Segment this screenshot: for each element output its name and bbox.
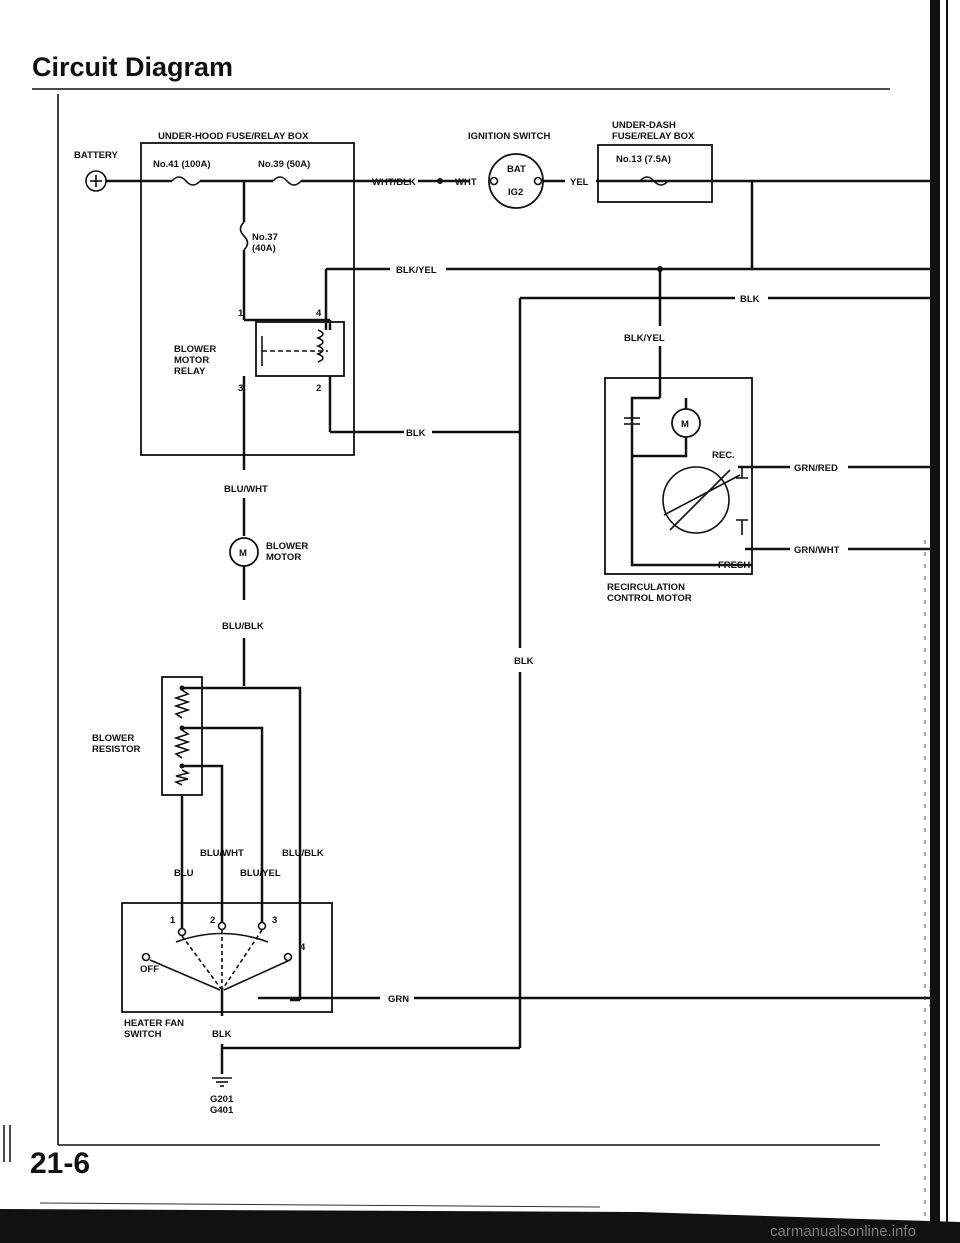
svg-text:BAT: BAT	[507, 164, 526, 175]
fuse-41-label: No.41 (100A)	[153, 159, 211, 170]
heater-fan-switch-box	[121, 902, 333, 1013]
wire-blu-wht-label: BLU/WHT	[224, 484, 268, 495]
fuse-41-icon	[171, 176, 201, 186]
recirc-motor-label-1: RECIRCULATION	[607, 582, 685, 593]
svg-text:3: 3	[272, 915, 277, 926]
fuse-37-label-2: (40A)	[252, 243, 276, 254]
svg-text:BLOWER: BLOWER	[174, 344, 216, 355]
wire-blk-yel-recirc-label: BLK/YEL	[624, 333, 665, 344]
ignition-switch-label: IGNITION SWITCH	[468, 131, 550, 142]
relay-pin-2: 2	[316, 383, 321, 394]
wire-blk-vertical-label: BLK	[514, 656, 534, 667]
wire-blk-switch-label: BLK	[212, 1029, 232, 1040]
fuse-37-label-1: No.37	[252, 232, 278, 243]
relay-pin-3: 3	[238, 383, 243, 394]
underdash-box-label-2: FUSE/RELAY BOX	[612, 131, 695, 142]
svg-text:2: 2	[210, 915, 215, 926]
blower-motor-label-2: MOTOR	[266, 552, 301, 563]
svg-text:M: M	[681, 419, 689, 430]
recirc-fresh-label: FRESH	[718, 560, 750, 571]
underhood-box-label: UNDER-HOOD FUSE/RELAY BOX	[158, 131, 309, 142]
fuse-13-icon	[639, 176, 669, 186]
battery: BATTERY	[74, 150, 118, 192]
wire-blu-wht-2-label: BLU/WHT	[200, 848, 244, 859]
svg-text:IG2: IG2	[508, 187, 523, 198]
page-title: Circuit Diagram	[32, 52, 233, 82]
blower-resistor	[173, 685, 191, 786]
relay-pin-4: 4	[316, 308, 322, 319]
fuse-37-icon	[239, 221, 249, 251]
svg-text:MOTOR: MOTOR	[174, 355, 209, 366]
heater-fan-switch: 1 2 3 4 OFF	[140, 915, 306, 991]
wire-blu-blk-2-label: BLU/BLK	[282, 848, 324, 859]
right-frame	[924, 0, 948, 1243]
heater-fan-switch-label-2: SWITCH	[124, 1029, 162, 1040]
svg-text:1: 1	[170, 915, 176, 926]
fuse-13-label: No.13 (7.5A)	[616, 154, 671, 165]
underhood-box	[140, 142, 355, 456]
underdash-box-label-1: UNDER-DASH	[612, 120, 676, 131]
wire-blu-yel-label: BLU/YEL	[240, 868, 281, 879]
wire-blu-label: BLU	[174, 868, 194, 879]
wire-blk-right-label: BLK	[740, 294, 760, 305]
svg-text:4: 4	[300, 942, 306, 953]
recirc-motor-label-2: CONTROL MOTOR	[607, 593, 692, 604]
relay-pin-1: 1	[238, 308, 244, 319]
relay-coil-icon	[315, 329, 324, 363]
recirc-motor-box	[604, 377, 753, 575]
wire-wht-label: WHT	[455, 177, 477, 188]
svg-text:RELAY: RELAY	[174, 366, 206, 377]
wire-blk-yel-top-label: BLK/YEL	[396, 265, 437, 276]
ignition-switch: BAT IG2	[488, 153, 544, 209]
blower-motor-relay: BLOWER MOTOR RELAY 1 4 3 2	[174, 308, 345, 394]
blower-motor-label-1: BLOWER	[266, 541, 308, 552]
wire-grn-label: GRN	[388, 994, 409, 1005]
blower-resistor-label-1: BLOWER	[92, 733, 134, 744]
recirc-rec-label: REC.	[712, 450, 735, 461]
fuse-39-icon	[272, 176, 302, 186]
page-edge-highlight	[39, 1202, 601, 1208]
switch-off-label: OFF	[140, 964, 159, 975]
battery-label: BATTERY	[74, 150, 118, 161]
ground-label-2: G401	[210, 1105, 234, 1116]
ground-icon	[212, 1077, 232, 1087]
blower-resistor-label-2: RESISTOR	[92, 744, 141, 755]
wire-grn-wht-label: GRN/WHT	[794, 545, 840, 556]
wire-yel-label: YEL	[570, 177, 589, 188]
wire-blu-blk-label: BLU/BLK	[222, 621, 264, 632]
wire-grn-red-label: GRN/RED	[794, 463, 838, 474]
ground-label-1: G201	[210, 1094, 234, 1105]
underdash-box	[597, 144, 713, 203]
heater-fan-switch-label-1: HEATER FAN	[124, 1018, 184, 1029]
wire-wht-blk-label: WHT/BLK	[372, 177, 416, 188]
wire-blk-relay-label: BLK	[406, 428, 426, 439]
page-number: 21-6	[30, 1147, 90, 1180]
fuse-39-label: No.39 (50A)	[258, 159, 310, 170]
recirc-motor: M REC. FRESH	[624, 396, 752, 571]
page-edge-shadow	[0, 1209, 960, 1243]
watermark: carmanualsonline.info	[770, 1223, 916, 1240]
blower-motor-symbol: M	[239, 548, 247, 559]
